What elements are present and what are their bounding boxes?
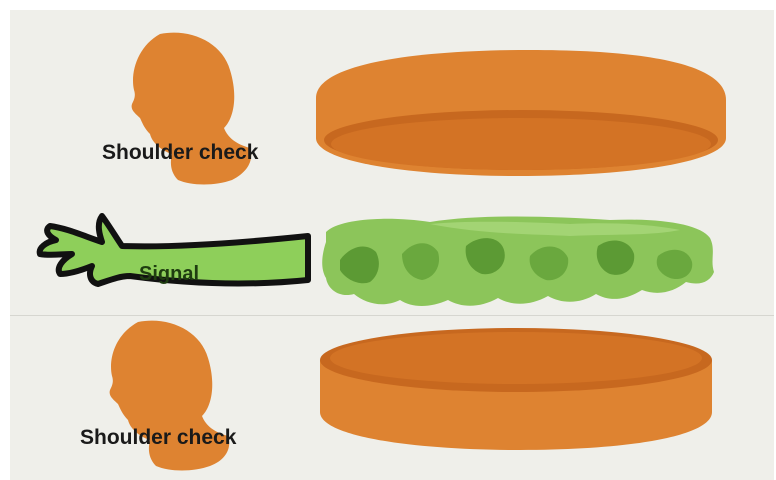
diagram-canvas: Shoulder check Signal Shoulder check (10, 10, 774, 480)
label-shoulder-check-top: Shoulder check (102, 141, 258, 165)
label-shoulder-check-bottom: Shoulder check (80, 426, 236, 450)
arm-signal-icon (10, 10, 774, 480)
label-signal: Signal (139, 263, 199, 286)
